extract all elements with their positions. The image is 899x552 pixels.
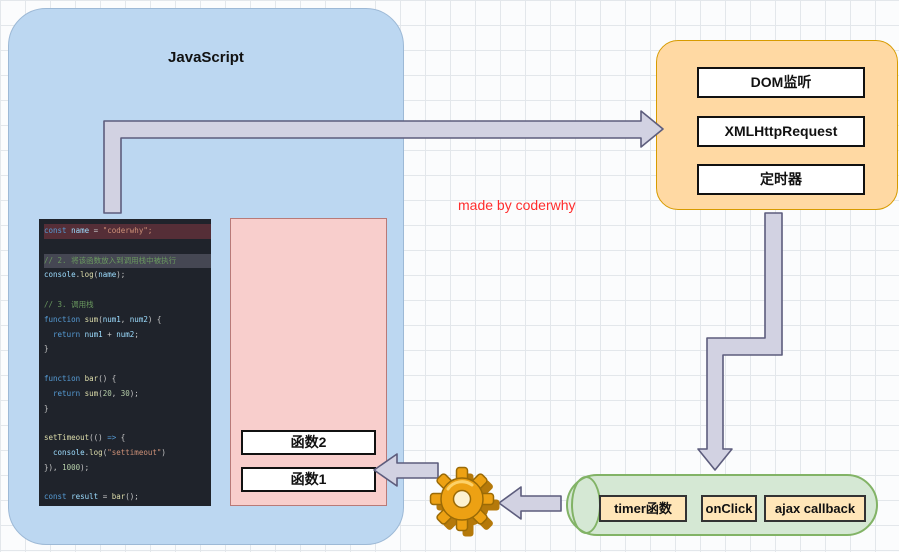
arrow-webapis-to-queue: [697, 212, 783, 471]
task-queue-container: timer函数 onClick ajax callback: [566, 474, 878, 536]
arrow-queue-to-eventloop: [498, 486, 562, 520]
gear-icon: [429, 466, 500, 537]
javascript-label: JavaScript: [168, 49, 244, 66]
queue-item-onclick: onClick: [701, 495, 757, 522]
web-api-dom-listener: DOM监听: [697, 67, 865, 98]
web-apis-container: DOM监听 XMLHttpRequest 定时器: [656, 40, 898, 210]
queue-item-timer: timer函数: [599, 495, 687, 522]
javascript-container: JavaScript const name = "coderwhy"; // 2…: [8, 8, 404, 545]
web-api-xmlhttprequest: XMLHttpRequest: [697, 116, 865, 147]
cylinder-cap: [571, 476, 601, 534]
queue-item-ajax-callback: ajax callback: [764, 495, 866, 522]
code-editor: const name = "coderwhy"; // 2. 将该函数放入到调用…: [39, 219, 211, 506]
stack-frame-fn2: 函数2: [241, 430, 376, 455]
web-api-timer: 定时器: [697, 164, 865, 195]
call-stack: 函数2 函数1: [230, 218, 387, 506]
code-lines: const name = "coderwhy"; // 2. 将该函数放入到调用…: [44, 224, 211, 505]
stack-frame-fn1: 函数1: [241, 467, 376, 492]
made-by-text: made by coderwhy: [458, 197, 576, 213]
